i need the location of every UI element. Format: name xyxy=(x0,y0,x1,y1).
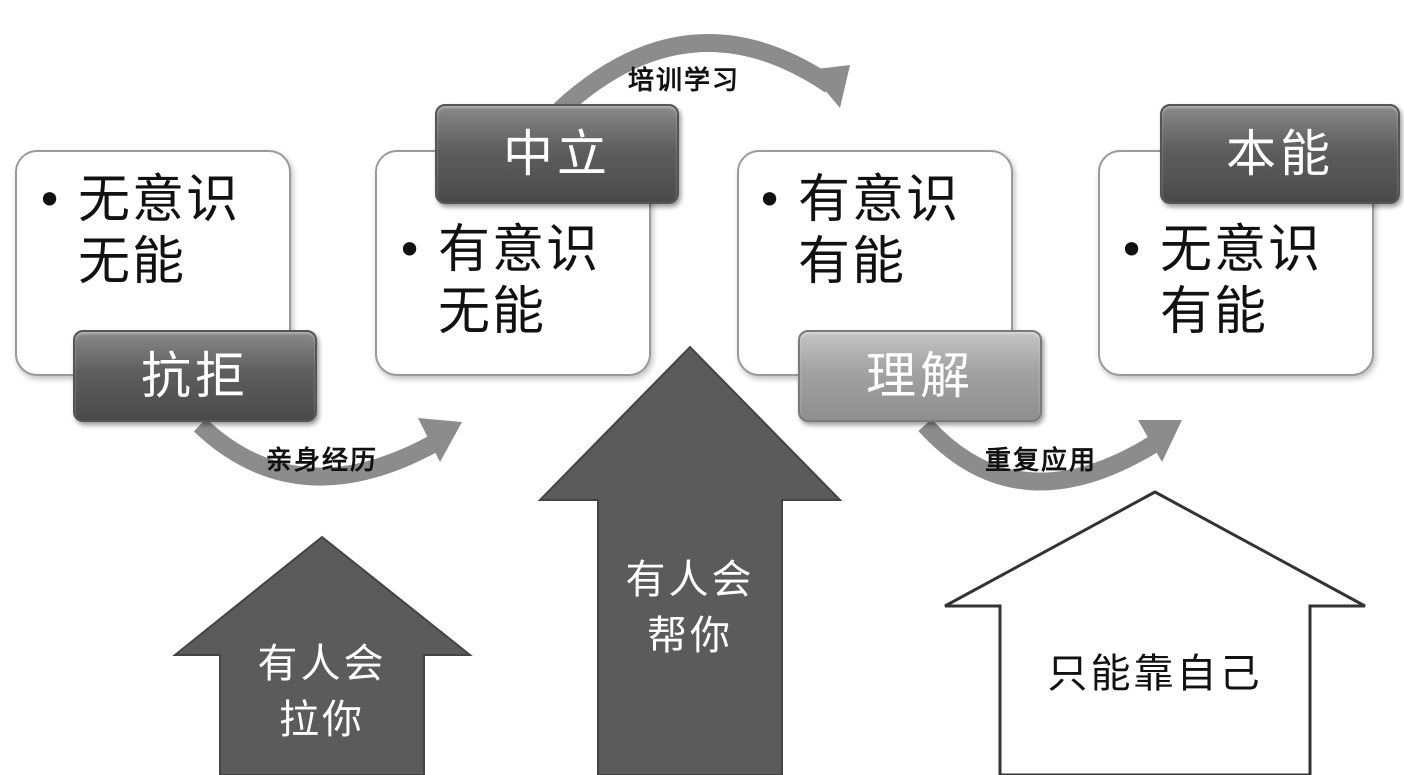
stage-4-line-1: •无意识 xyxy=(1118,220,1323,280)
support-text-2: 有人会 帮你 xyxy=(625,557,755,659)
bullet-icon: • xyxy=(36,173,66,227)
curve-arrow-2 xyxy=(553,34,850,117)
stage-1-tab: 抗拒 xyxy=(73,330,317,422)
transition-label-1: 亲身经历 xyxy=(266,446,379,476)
bullet-icon: • xyxy=(396,223,426,277)
stage-2-line-1: •有意识 xyxy=(396,220,601,280)
up-arrow-1 xyxy=(172,535,473,775)
stage-4-tab: 本能 xyxy=(1160,104,1400,204)
stage-1-line-1: •无意识 xyxy=(36,170,241,230)
bullet-icon: • xyxy=(756,173,786,227)
house-shape xyxy=(944,490,1366,775)
stage-3-line-1: •有意识 xyxy=(756,170,961,230)
stage-2-tab: 中立 xyxy=(435,104,679,204)
support-text-3: 只能靠自己 xyxy=(1047,651,1263,697)
curve-arrow-3 xyxy=(918,418,1182,491)
bullet-icon: • xyxy=(1118,223,1148,277)
curve-arrow-1 xyxy=(193,418,462,486)
transition-label-2: 培训学习 xyxy=(628,66,741,96)
transition-label-3: 重复应用 xyxy=(985,446,1098,476)
stage-2-line-2: 无能 xyxy=(438,282,547,342)
up-arrow-2 xyxy=(537,345,843,775)
stage-3-line-2: 有能 xyxy=(798,232,907,292)
stage-4-line-2: 有能 xyxy=(1160,282,1269,342)
support-text-1: 有人会 拉你 xyxy=(257,641,387,743)
stage-3-tab: 理解 xyxy=(798,330,1042,422)
stage-1-line-2: 无能 xyxy=(78,232,187,292)
